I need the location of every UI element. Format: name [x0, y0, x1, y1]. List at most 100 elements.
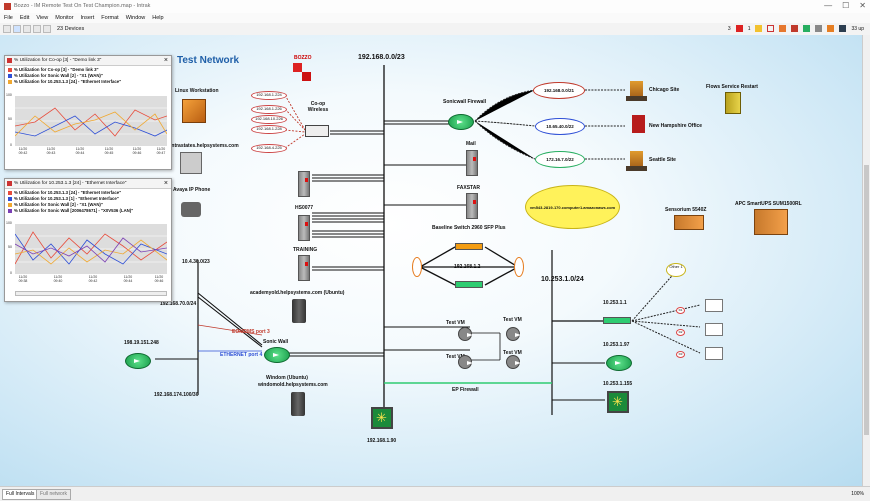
host-a-device[interactable]: [180, 152, 202, 174]
other-badge[interactable]: Other 1: [666, 263, 686, 277]
ip-left-mid: 192.168.70.0/24: [160, 301, 197, 307]
menu-format[interactable]: Format: [101, 15, 119, 21]
sonicwall-firewall-device[interactable]: [448, 114, 474, 130]
wifi-client-3[interactable]: 192.168.1.228: [251, 125, 287, 134]
vertical-scrollbar[interactable]: [862, 35, 870, 486]
tool-grid-icon[interactable]: [23, 25, 31, 33]
user-icon[interactable]: [839, 25, 847, 32]
flows-device[interactable]: [725, 92, 741, 114]
wifi-client-2[interactable]: 192.168.1.226: [251, 105, 287, 114]
test-vm-2[interactable]: [506, 327, 521, 341]
settings-icon[interactable]: [815, 25, 823, 32]
menu-monitor[interactable]: Monitor: [55, 15, 74, 21]
cloud-aws[interactable]: vm543-2819-170.computer1.amazonaws.com: [525, 185, 620, 229]
alert-red-icon[interactable]: [735, 25, 743, 32]
seattle-site-icon[interactable]: [626, 151, 647, 171]
ring-switch-bottom[interactable]: [455, 281, 483, 288]
minimize-button[interactable]: —: [824, 1, 833, 10]
wifi-client-4[interactable]: 192.168.4.225: [251, 144, 287, 153]
wireless-ap-device[interactable]: [305, 125, 329, 137]
sonic-wall-device[interactable]: [264, 347, 290, 363]
panel-2-scrollbar[interactable]: [15, 291, 167, 296]
mail-server[interactable]: [466, 150, 478, 176]
menu-file[interactable]: File: [4, 15, 13, 21]
ring-switch-top[interactable]: [455, 243, 483, 250]
menu-window[interactable]: Window: [125, 15, 146, 21]
subnet-main: 192.168.0.0/23: [358, 54, 405, 61]
network-map-canvas[interactable]: Test Network 192.168.0.0/23 10.253.1.0/2…: [0, 35, 862, 486]
tool-layout-icon[interactable]: [43, 25, 51, 33]
linux-workstation-device[interactable]: [182, 99, 206, 123]
tool-select-icon[interactable]: [3, 25, 11, 33]
apc-ups-device[interactable]: [754, 209, 788, 235]
device-up-icon[interactable]: [803, 25, 811, 32]
alert-yellow-icon[interactable]: [755, 25, 763, 32]
device-down-icon[interactable]: [779, 25, 787, 32]
edge-hub-device[interactable]: [607, 391, 629, 413]
menu-insert[interactable]: Insert: [80, 15, 95, 21]
tool-zoom-icon[interactable]: [33, 25, 41, 33]
edge-router-device[interactable]: [606, 355, 632, 371]
menu-view[interactable]: View: [36, 15, 49, 21]
chicago-site-icon[interactable]: [626, 81, 647, 101]
ip-phone-device[interactable]: [181, 202, 201, 217]
host-b-device[interactable]: [292, 299, 306, 323]
unacknowledged-icon[interactable]: [767, 25, 775, 32]
critical-icon[interactable]: [791, 25, 799, 32]
sensorium-device[interactable]: [674, 215, 704, 230]
wifi-client-1[interactable]: 192.168.1.224: [251, 91, 287, 100]
server-1[interactable]: [298, 171, 310, 197]
test-vm-4[interactable]: [506, 355, 521, 369]
zoom-level[interactable]: 100%: [851, 491, 864, 497]
menu-edit[interactable]: Edit: [19, 15, 30, 21]
windom-device[interactable]: [291, 392, 305, 416]
maximize-button[interactable]: ☐: [842, 1, 850, 10]
cloud-seattle[interactable]: 172.16.7.0/22: [535, 151, 585, 168]
test-vm-1[interactable]: [458, 327, 473, 341]
tool-pointer-icon[interactable]: [13, 25, 21, 33]
panel-2-title[interactable]: % Utilization for 10.253.1.3 [24] - "Eth…: [5, 179, 171, 189]
client-laptop-3[interactable]: [705, 347, 723, 360]
small-badge-2[interactable]: D2: [676, 329, 685, 336]
panel-1-title[interactable]: % Utilization for Co-op [3] - "Demo link…: [5, 56, 171, 66]
new-hampshire-office-icon[interactable]: [632, 115, 645, 133]
core-switch-device[interactable]: [603, 317, 631, 324]
scrollbar-thumb[interactable]: [864, 165, 869, 435]
utilization-panel-2[interactable]: % Utilization for 10.253.1.3 [24] - "Eth…: [4, 178, 172, 302]
sonicwall-firewall-label: Sonicwall Firewall: [443, 99, 487, 105]
panel-1-close-icon[interactable]: ×: [163, 57, 168, 64]
client-laptop-2[interactable]: [705, 323, 723, 336]
cloud-new-hampshire[interactable]: 10.65.40.0/22: [535, 118, 585, 135]
app-icon: [4, 3, 11, 10]
utilization-panel-1[interactable]: % Utilization for Co-op [3] - "Demo link…: [4, 55, 172, 170]
test-vm-3[interactable]: [458, 355, 473, 369]
bozzo-device[interactable]: [293, 63, 315, 83]
client-laptop-1[interactable]: [705, 299, 723, 312]
notification-icon[interactable]: [827, 25, 835, 32]
status-tab-intervals[interactable]: Full Intervals: [2, 489, 39, 500]
ring-node-left[interactable]: [412, 257, 422, 277]
status-tab-network[interactable]: Full network: [36, 489, 71, 500]
wifi-client-5[interactable]: 192.168.10.226: [251, 115, 287, 124]
left-router-ip: 198.19.151.248: [124, 340, 159, 346]
small-badge-3[interactable]: D3: [676, 351, 685, 358]
ip-phone-label: Avaya IP Phone: [173, 187, 211, 193]
menu-help[interactable]: Help: [152, 15, 164, 21]
left-router-device[interactable]: [125, 353, 151, 369]
close-button[interactable]: ✕: [859, 1, 866, 10]
ring-node-right[interactable]: [514, 257, 524, 277]
ep-firewall-label: EP Firewall: [452, 387, 479, 393]
ring-links: [419, 246, 519, 286]
cloud-chicago[interactable]: 192.168.0.0/21: [533, 82, 585, 99]
small-badge-1[interactable]: D1: [676, 307, 685, 314]
panel-1-legend-row: % Utilization for 10.253.1.3 [24] - "Eth…: [8, 79, 168, 85]
sensorium-label: Sensorium 5540Z: [665, 207, 707, 213]
main-hub-device[interactable]: [371, 407, 393, 429]
training-server[interactable]: [298, 255, 310, 281]
panel-2-close-icon[interactable]: ×: [163, 180, 168, 187]
faxstar-server[interactable]: [466, 193, 478, 219]
hs0077-server[interactable]: [298, 215, 310, 241]
